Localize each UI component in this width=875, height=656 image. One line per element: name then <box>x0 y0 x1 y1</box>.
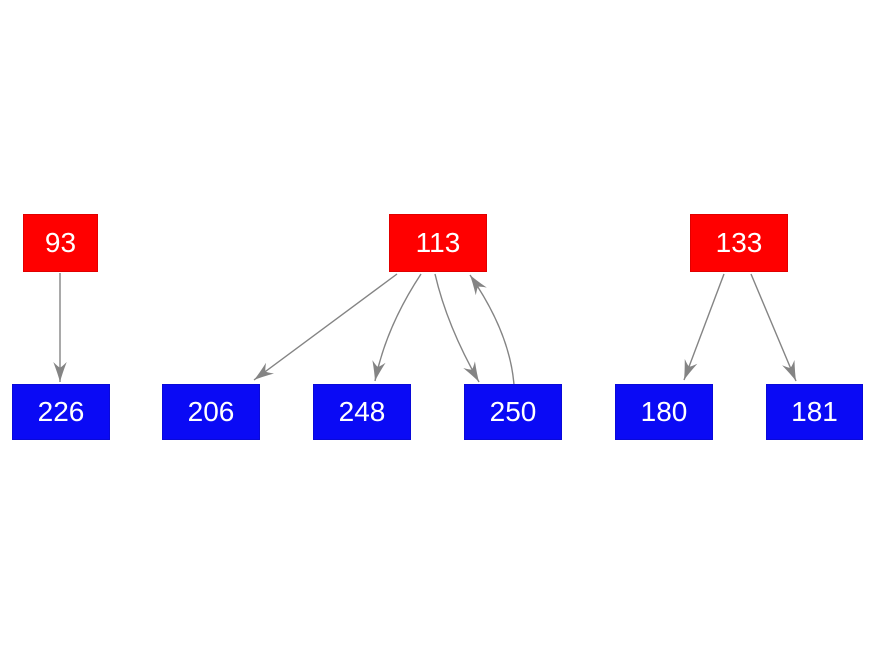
graph-node-180[interactable]: 180 <box>615 384 713 440</box>
node-label: 181 <box>791 396 838 427</box>
edge-113-248 <box>372 273 422 382</box>
node-label: 248 <box>338 396 386 427</box>
graph-node-248[interactable]: 248 <box>313 384 411 440</box>
node-label: 180 <box>640 396 688 427</box>
node-label: 113 <box>415 227 461 258</box>
edge-133-181 <box>750 273 797 382</box>
node-label: 226 <box>37 396 85 427</box>
node-label: 133 <box>715 227 763 258</box>
edge-133-180 <box>683 273 725 381</box>
graph-node-93[interactable]: 93 <box>23 214 98 272</box>
edge-250-113 <box>469 274 515 386</box>
graph-node-206[interactable]: 206 <box>162 384 260 440</box>
node-label: 93 <box>44 227 77 258</box>
edge-113-250 <box>434 273 480 383</box>
edge-113-206 <box>253 273 398 381</box>
graph-node-226[interactable]: 226 <box>12 384 110 440</box>
graph-node-181[interactable]: 181 <box>766 384 863 440</box>
node-label: 250 <box>489 396 537 427</box>
graph-node-133[interactable]: 133 <box>690 214 788 272</box>
graph-node-113[interactable]: 113 <box>389 214 487 272</box>
graph-node-250[interactable]: 250 <box>464 384 562 440</box>
node-label: 206 <box>187 396 235 427</box>
